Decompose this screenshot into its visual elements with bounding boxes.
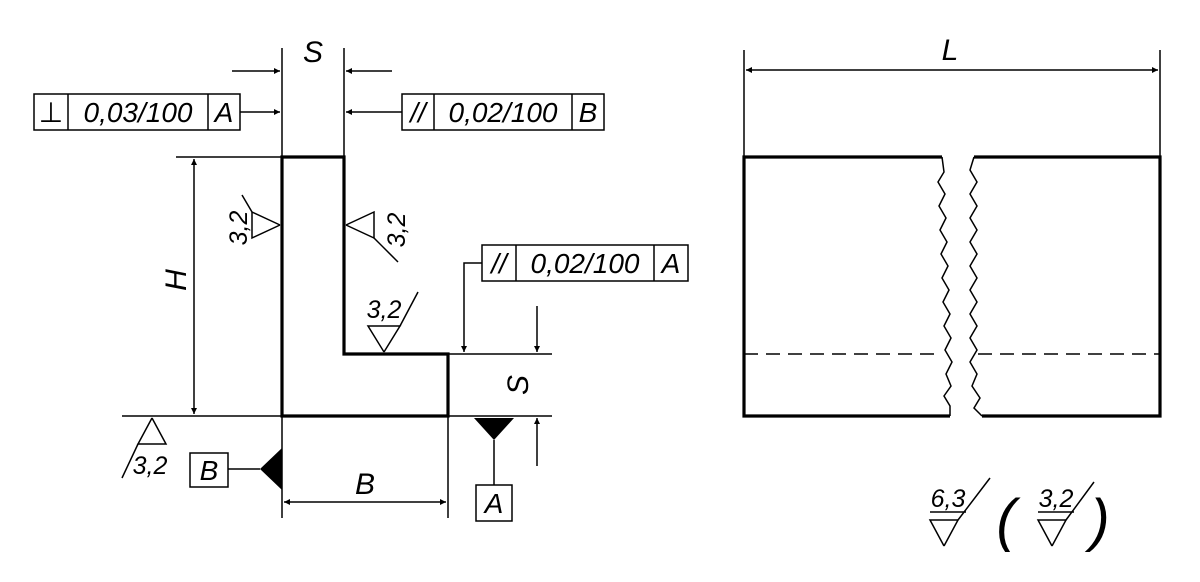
parallelism-b-datum: B bbox=[579, 97, 598, 128]
general-roughness-bracket-open: ( bbox=[996, 488, 1021, 553]
general-roughness-symbol: 6,3 bbox=[928, 477, 991, 547]
perpendicularity-datum: A bbox=[213, 97, 234, 128]
break-line-right bbox=[969, 156, 983, 417]
perpendicularity-symbol: ⊥ bbox=[39, 97, 63, 128]
svg-text:3,2: 3,2 bbox=[367, 296, 402, 324]
l-profile-outline bbox=[280, 155, 450, 418]
roughness-symbol-step-face: 3,2 bbox=[367, 291, 419, 353]
parallelism-b-value: 0,02/100 bbox=[449, 97, 558, 128]
datum-a-label: A bbox=[483, 488, 504, 519]
parallelism-b-symbol: // bbox=[408, 97, 429, 128]
parallelism-a-value: 0,02/100 bbox=[531, 248, 640, 279]
perpendicularity-value: 0,03/100 bbox=[84, 97, 193, 128]
svg-text:3,2: 3,2 bbox=[383, 213, 411, 248]
parallelism-a-symbol: // bbox=[489, 248, 510, 279]
datum-b: B bbox=[189, 448, 282, 490]
side-view-left-part bbox=[742, 155, 950, 418]
dimension-label-s-side: S bbox=[502, 375, 535, 395]
svg-text:3,2: 3,2 bbox=[133, 452, 168, 480]
svg-text:3,2: 3,2 bbox=[1039, 485, 1074, 513]
general-roughness-bracket-close: ) bbox=[1084, 488, 1109, 553]
parallelism-a-datum: A bbox=[660, 248, 681, 279]
roughness-symbol-bottom-face: 3,2 bbox=[121, 417, 168, 480]
datum-a: A bbox=[474, 418, 514, 522]
dimension-label-b: B bbox=[355, 468, 375, 501]
leader-arrow bbox=[461, 262, 482, 352]
datum-b-label: B bbox=[200, 455, 219, 486]
svg-text:6,3: 6,3 bbox=[931, 485, 966, 513]
roughness-symbol-outer-face: 3,2 bbox=[225, 194, 281, 246]
exception-roughness-symbol: 3,2 bbox=[1036, 481, 1095, 547]
parallelism-frame-b: // 0,02/100 B bbox=[401, 93, 605, 131]
dimension-label-s-top: S bbox=[303, 36, 323, 69]
parallelism-frame-a: // 0,02/100 A bbox=[481, 244, 689, 282]
roughness-symbol-inner-face: 3,2 bbox=[345, 210, 411, 263]
dimension-label-h: H bbox=[160, 269, 193, 291]
side-view-right-part bbox=[974, 155, 1162, 418]
break-line-left bbox=[937, 156, 953, 416]
svg-text:3,2: 3,2 bbox=[225, 211, 253, 246]
perpendicularity-frame: ⊥ 0,03/100 A bbox=[33, 93, 241, 131]
dimension-label-l: L bbox=[942, 34, 959, 67]
